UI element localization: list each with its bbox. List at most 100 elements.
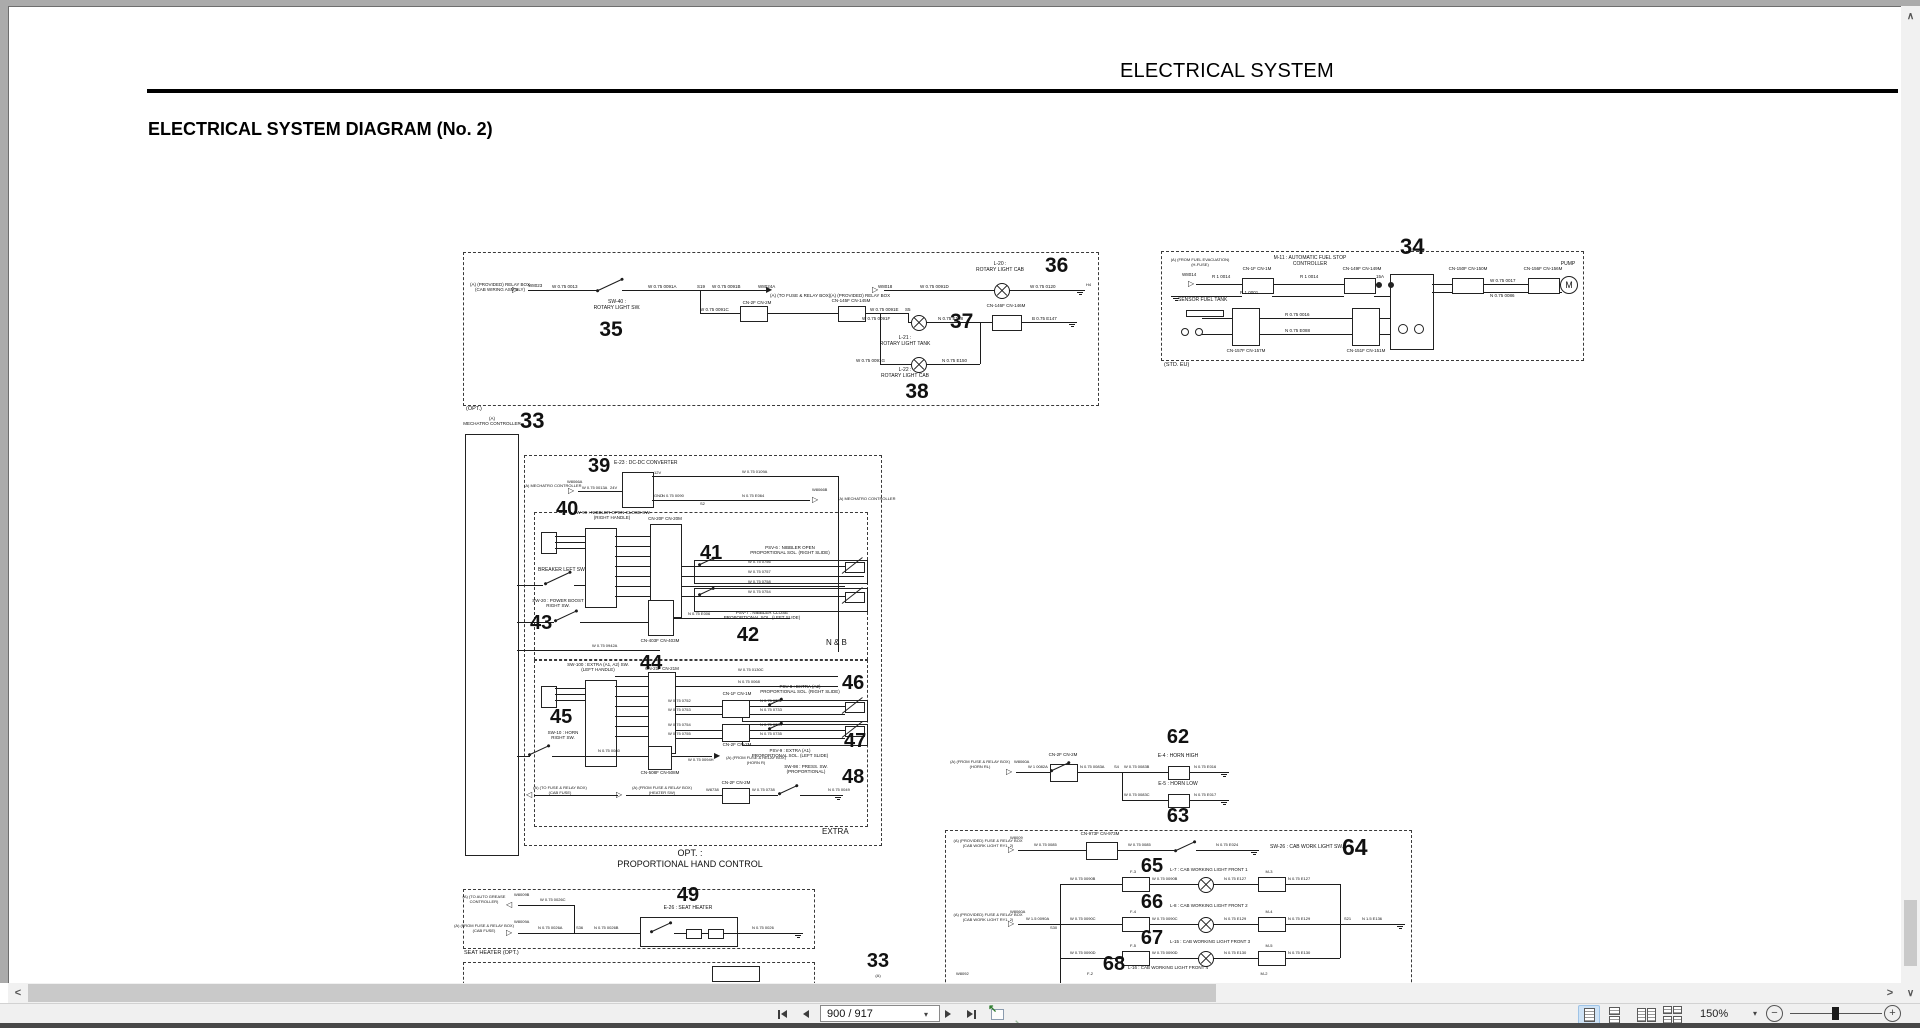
diagram-label: W8009B [514,892,530,897]
window-bottom-edge [0,1023,1920,1028]
diagram-label: CN-508F CN-508M [640,770,680,775]
horizontal-scrollbar-thumb[interactable] [28,984,1216,1002]
diagram-label: F-4 [1130,909,1136,914]
zoom-slider-handle[interactable] [1832,1007,1839,1020]
diagram-wire [1148,884,1198,885]
component-number: 49 [676,884,700,906]
diagram-wire [1076,772,1122,773]
diagram-label: W 0.75 0109A [742,469,768,474]
diagram-wire [680,586,845,587]
diagram-label: W 0.75 0091G [856,358,886,363]
continuous-view-button[interactable] [1603,1005,1625,1025]
diagram-label: N 0.75 E129 [1224,916,1247,921]
zoom-in-button[interactable]: + [1884,1005,1901,1022]
diagram-label: SW-40 : ROTARY LIGHT SW. [593,299,641,311]
diagram-label: SW-10 : HORN RIGHT SW. [547,730,579,741]
lamp-symbol [1198,951,1214,967]
diagram-label: N 0.75 E006 [688,611,711,616]
diagram-label: N 0.75 0068 [738,679,760,684]
ground-symbol [1171,296,1181,301]
zoom-dropdown-icon[interactable]: ▾ [1753,1009,1758,1018]
diagram-label: (A) (PROVIDED) RELAY BOX [830,293,891,298]
diagram-label: W 0.75 0013 [552,284,578,289]
first-page-button[interactable] [773,1006,791,1022]
connector-box [722,724,750,742]
previous-page-button[interactable] [798,1006,814,1022]
connector-box [1122,951,1150,966]
diagram-label: 15A [1376,274,1385,279]
next-page-button[interactable] [940,1006,956,1022]
wire-arrow-icon: ▷ [812,495,819,504]
diagram-label: PUMP [1560,261,1576,267]
component-number: 36 [1045,254,1069,277]
wire-arrow-icon: ▷ [1188,279,1195,288]
diagram-wire [1122,800,1168,801]
lamp-symbol [911,357,927,373]
diagram-label: CN-2F CN-2M [722,742,752,747]
diagram-label: CN-21F CN-21M [645,666,679,671]
diagram-label: R 1 0001 [1240,290,1259,295]
diagram-wire [615,556,650,557]
diagram-wire [517,756,530,757]
component-box [694,560,868,584]
previous-view-button[interactable]: ↖ [988,1004,1005,1021]
diagram-label: F-3 [1130,869,1136,874]
diagram-wire [615,706,648,707]
last-page-button[interactable] [962,1006,980,1022]
diagram-label: (A) (FROM FUSE & RELAY BOX) (HORN R) [726,755,786,765]
diagram-label: W 0.75 0738 [752,787,775,792]
diagram-wire [1284,958,1340,959]
diagram-label: SENSOR FUEL TANK [1178,297,1228,303]
lamp-symbol [1198,917,1214,933]
diagram-label: W 0.75 0085 [1034,842,1057,847]
diagram-label: 12V [654,470,662,475]
diagram-label: N 0.75 E130 [1288,950,1311,955]
diagram-wire [1272,284,1344,285]
zoom-out-button[interactable]: − [1766,1005,1783,1022]
component-box [1390,274,1434,350]
diagram-wire [1060,884,1122,885]
page-number-input[interactable] [820,1005,940,1022]
diagram-label: PSV-8 : EXTRA (A2) PROPORTIONAL SOL. (RI… [760,684,840,695]
diagram-label: W 0.75 0090C [1070,916,1096,921]
diagram-label: W 0.75 0026C [540,897,566,902]
wire-arrow-icon: ◁ [506,900,513,909]
diagram-label: (A) (FROM FUSE & RELAY BOX) (HEATER SW) [632,785,692,795]
diagram-label: SW-99 : NIBBLER OPEN-CLOSE SW. (RIGHT HA… [573,510,651,521]
diagram-label: W 0.75 0091D [920,284,949,289]
facing-view-button[interactable] [1634,1005,1658,1025]
scroll-up-button[interactable]: ∧ [1901,8,1920,24]
diagram-label: W 1 0082A [1028,764,1048,769]
bottom-toolbar: ▾ ↖ ↘ 150% [0,1003,1920,1028]
scroll-left-button[interactable]: < [10,985,26,1001]
connector-box [992,315,1022,331]
component-number: 44 [640,652,663,674]
zoom-level-value[interactable]: 150% [1700,1008,1729,1020]
scroll-down-button[interactable]: ∨ [1901,985,1920,1001]
diagram-label: W 0.75 0942A [592,643,618,648]
continuous-facing-view-button[interactable] [1660,1005,1684,1025]
ground-symbol [833,795,843,800]
vertical-scrollbar-thumb[interactable] [1904,900,1917,966]
wire-arrow-icon: ▷ [616,790,623,799]
page-dropdown-icon[interactable]: ▾ [924,1010,929,1019]
vertical-scrollbar[interactable] [1901,6,1920,983]
diagram-label: (A) (FROM FUEL EVACUATION) (H-FUSE) [1170,257,1230,267]
component-number: 37 [950,310,974,333]
component-box [712,966,760,982]
lamp-symbol [911,315,927,331]
single-page-view-button[interactable] [1578,1005,1600,1025]
diagram-label: (A) (PROVIDED) FUSE & RELAY BOX (CAB WOR… [953,912,1023,922]
diagram-label: (A) (FROM FUSE & RELAY BOX) (CAB FUSE) [454,923,514,933]
wire-arrow-icon: ▷ [1006,767,1013,776]
diagram-label: L-8 : CAB WORKING LIGHT FRONT 2 [1170,903,1248,908]
diagram-wire [626,795,722,796]
diagram-label: R 1 0014 [1212,274,1231,279]
diagram-label: N 0.75 0049 [828,787,850,792]
scroll-right-button[interactable]: > [1882,985,1898,1001]
diagram-wire [517,622,554,623]
terminal-symbol [1388,282,1394,288]
diagram-label: W 0.75 0083B [1124,764,1150,769]
